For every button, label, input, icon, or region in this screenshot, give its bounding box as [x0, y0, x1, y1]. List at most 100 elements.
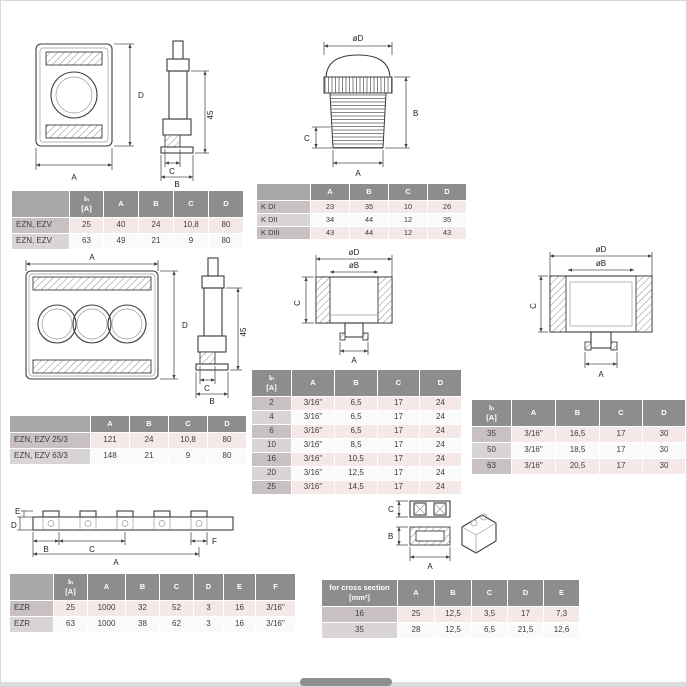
value-cell: 24: [419, 479, 462, 495]
dim-a-label: A: [355, 169, 361, 178]
value-cell: 3: [193, 599, 224, 617]
ezn3-side-view: 45 C B: [195, 257, 248, 406]
dim-d-label: D: [182, 321, 188, 330]
column-header: C: [173, 190, 209, 218]
clamp-view: C B A: [388, 500, 497, 571]
row-label-cell: K DII: [256, 212, 311, 227]
column-header: C: [599, 399, 643, 427]
value-cell: 3/16": [511, 425, 556, 443]
dim-ob-label: øB: [596, 259, 606, 268]
column-header: B: [138, 190, 174, 218]
value-cell: 12,6: [543, 621, 580, 639]
value-cell: 3/16": [291, 409, 335, 425]
value-cell: 23: [310, 199, 350, 214]
value-cell: 10,5: [334, 451, 378, 467]
column-header: [11, 190, 70, 218]
value-cell: 6,5: [334, 423, 378, 439]
column-header: C: [168, 415, 208, 433]
value-cell: 17: [377, 437, 420, 453]
value-cell: 63: [53, 615, 88, 633]
value-cell: 21: [129, 447, 169, 465]
row-label-cell: 4: [251, 409, 292, 425]
adapter-small-view: øD øB A C: [293, 248, 393, 365]
dim-c-label: C: [204, 384, 210, 393]
column-header: A: [511, 399, 556, 427]
value-cell: 12,5: [334, 465, 378, 481]
column-header: C: [388, 183, 428, 201]
ezn-front-view: A D: [35, 43, 144, 182]
row-label-cell: 35: [471, 425, 512, 443]
value-cell: 80: [207, 431, 247, 449]
value-cell: 21,5: [507, 621, 544, 639]
value-cell: 28: [397, 621, 435, 639]
column-header: C: [159, 573, 194, 601]
row-label-cell: EZR: [9, 615, 54, 633]
value-cell: 12: [388, 225, 428, 240]
row-label-cell: 20: [251, 465, 292, 481]
column-header: B: [334, 369, 378, 397]
dim-b-label: B: [209, 397, 214, 406]
value-cell: 30: [642, 457, 686, 475]
dim-c-label: C: [293, 300, 302, 306]
column-header: A: [103, 190, 139, 218]
row-label-cell: 16: [321, 605, 398, 623]
fuse-cap-view: øD A B C: [304, 34, 418, 178]
fuse-cap-drawing: øD A B C: [296, 31, 422, 188]
value-cell: 17: [377, 451, 420, 467]
value-cell: 9: [173, 232, 209, 250]
value-cell: 21: [138, 232, 174, 250]
value-cell: 24: [138, 216, 174, 234]
value-cell: 35: [349, 199, 389, 214]
row-label-cell: 16: [251, 451, 292, 467]
column-header: B: [125, 573, 160, 601]
value-cell: 24: [419, 437, 462, 453]
value-cell: 17: [599, 457, 643, 475]
dim-45-label: 45: [206, 110, 215, 119]
value-cell: 3/16": [255, 615, 296, 633]
ezn3-side-view-drawing: 45 C B: [184, 254, 254, 411]
column-header: A: [90, 415, 130, 433]
value-cell: 18,5: [555, 441, 600, 459]
column-header: Iₙ [A]: [53, 573, 88, 601]
value-cell: 63: [69, 232, 104, 250]
dim-c-label: C: [388, 505, 394, 514]
row-label-cell: 50: [471, 441, 512, 459]
value-cell: 43: [427, 225, 467, 240]
dim-a-label: A: [71, 173, 77, 182]
value-cell: 6,5: [471, 621, 508, 639]
dim-b-label: B: [43, 545, 48, 554]
value-cell: 17: [377, 395, 420, 411]
dim-ob-label: øB: [349, 261, 359, 270]
value-cell: 44: [349, 212, 389, 227]
ezn-side-view: 45 C B: [160, 40, 215, 189]
value-cell: 43: [310, 225, 350, 240]
value-cell: 7,3: [543, 605, 580, 623]
value-cell: 16: [223, 599, 256, 617]
ezn3-front-view-drawing: A D: [16, 251, 194, 408]
dim-e-label: E: [15, 507, 20, 516]
column-header: [9, 573, 54, 601]
adapter-large-drawing: øD øB A C: [529, 244, 668, 401]
adapter-large-view: øD øB A C: [529, 245, 653, 379]
column-header: D: [208, 190, 244, 218]
column-header: Iₙ [A]: [69, 190, 104, 218]
dim-d-label: D: [11, 521, 17, 530]
value-cell: 3: [193, 615, 224, 633]
value-cell: 8,5: [334, 437, 378, 453]
value-cell: 3/16": [291, 465, 335, 481]
value-cell: 24: [419, 409, 462, 425]
